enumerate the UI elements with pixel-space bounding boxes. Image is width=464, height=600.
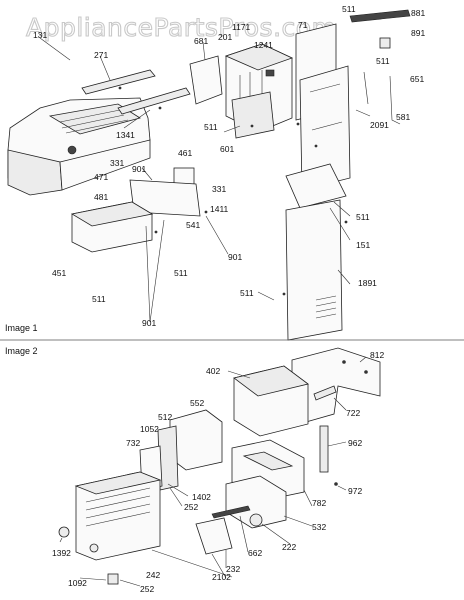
callout-962: 962 [348, 438, 362, 448]
callouts-image-2: 812 402 722 552 512 1052 732 962 1402 25… [52, 350, 384, 594]
callout-511-e: 511 [92, 294, 106, 304]
callout-601: 601 [220, 144, 234, 154]
callout-252-b: 252 [140, 584, 154, 594]
section-label-image-1: Image 1 [5, 323, 38, 333]
ice-bucket-part [7, 97, 151, 196]
clip-1092-part [107, 573, 119, 585]
image2-diagram [58, 347, 381, 587]
callout-331-a: 331 [110, 158, 124, 168]
callout-252-a: 252 [184, 502, 198, 512]
plate-232-part [195, 517, 233, 555]
callout-1402: 1402 [192, 492, 211, 502]
rod-962-part [319, 425, 329, 473]
callout-402: 402 [206, 366, 220, 376]
bracket-552-part [169, 409, 223, 471]
callout-151: 151 [356, 240, 370, 250]
panel-242-part [74, 471, 162, 561]
callout-532: 532 [312, 522, 326, 532]
pin-722-part [313, 385, 337, 401]
callout-512: 512 [158, 412, 172, 422]
callout-232: 232 [226, 564, 240, 574]
callout-1052: 1052 [140, 424, 159, 434]
panel-151-part [285, 163, 347, 209]
plate-331-part [129, 179, 201, 217]
wire-651-part [389, 75, 401, 125]
callout-901-a: 901 [132, 164, 146, 174]
callouts-image-1: 131 271 681 201 1171 1241 71 511 881 891… [33, 4, 425, 328]
rod-662-part [211, 505, 251, 519]
callout-1241: 1241 [254, 40, 273, 50]
callout-222: 222 [282, 542, 296, 552]
knob-small-part [89, 543, 99, 553]
callout-972: 972 [348, 486, 362, 496]
panel-2091-part [299, 65, 351, 191]
rod-881-part [349, 9, 411, 23]
callout-651: 651 [410, 74, 424, 84]
callout-331-b: 331 [212, 184, 226, 194]
callout-581: 581 [396, 112, 410, 122]
callout-511-c: 511 [204, 122, 218, 132]
callout-1411: 1411 [210, 204, 229, 214]
cover-402-part [233, 365, 309, 437]
callout-662: 662 [248, 548, 262, 558]
bracket-451-part [70, 201, 154, 253]
block-891-part [379, 37, 391, 49]
callout-511-f: 511 [356, 212, 370, 222]
callout-461: 461 [178, 148, 192, 158]
callout-891: 891 [411, 28, 425, 38]
callout-1341: 1341 [116, 130, 135, 140]
callout-511-b: 511 [376, 56, 390, 66]
callout-2102: 2102 [212, 572, 231, 582]
callout-511-g: 511 [240, 288, 254, 298]
callout-901-b: 901 [228, 252, 242, 262]
callout-722: 722 [346, 408, 360, 418]
callout-1392: 1392 [52, 548, 71, 558]
bracket-681-part [189, 55, 223, 105]
callout-201: 201 [218, 32, 232, 42]
callout-271: 271 [94, 50, 108, 60]
callout-471: 471 [94, 172, 108, 182]
callout-1171: 1171 [232, 22, 251, 32]
callout-451: 451 [52, 268, 66, 278]
callout-2091: 2091 [370, 120, 389, 130]
section-label-image-2: Image 2 [5, 346, 38, 356]
image1-diagram [7, 9, 411, 341]
callout-901-c: 901 [142, 318, 156, 328]
rail-271-part [81, 69, 156, 95]
knob-222-part [249, 513, 263, 527]
knob-1392-part [58, 526, 70, 538]
callout-552: 552 [190, 398, 204, 408]
bracket-601-part [231, 91, 275, 139]
callout-681: 681 [194, 36, 208, 46]
callout-1092: 1092 [68, 578, 87, 588]
callout-71: 71 [298, 20, 308, 30]
callout-511-a: 511 [342, 4, 356, 14]
callout-541: 541 [186, 220, 200, 230]
rail-1341-part [117, 87, 191, 115]
callout-511-d: 511 [174, 268, 188, 278]
callout-812: 812 [370, 350, 384, 360]
callout-782: 782 [312, 498, 326, 508]
cover-1891-part [285, 199, 343, 341]
clip-581-part [363, 71, 369, 105]
callout-481: 481 [94, 192, 108, 202]
callout-1891: 1891 [358, 278, 377, 288]
callout-242: 242 [146, 570, 160, 580]
callout-732: 732 [126, 438, 140, 448]
watermark-text: AppliancePartsPros.com [26, 13, 336, 42]
callout-131: 131 [33, 30, 47, 40]
callout-881: 881 [411, 8, 425, 18]
